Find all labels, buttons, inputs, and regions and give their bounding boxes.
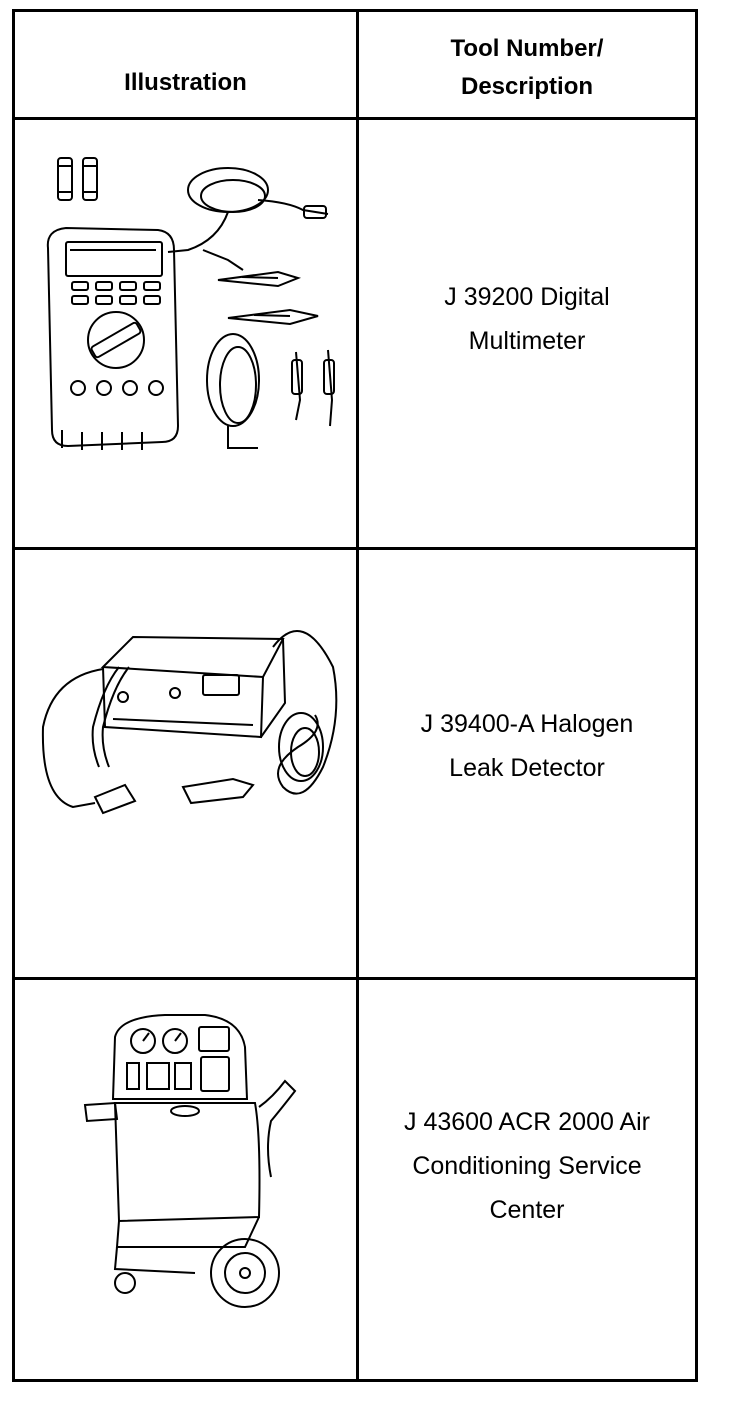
power-cord-icon (43, 667, 135, 813)
alligator-clip-icon (218, 272, 318, 324)
row-divider (15, 977, 695, 980)
tool-description-text: Multimeter (468, 326, 586, 355)
service-center-description: J 43600 ACR 2000 Air Conditioning Servic… (359, 980, 695, 1379)
leak-detector-icon (103, 637, 285, 737)
tool-number-text: J 39400-A Halogen (420, 709, 634, 738)
fuse-icon (58, 158, 97, 200)
header-tool-number-label: Tool Number/ (450, 34, 604, 62)
tool-table: Illustration Tool Number/ Description (12, 9, 698, 1382)
tool-description-text: Leak Detector (449, 753, 605, 782)
halogen-leak-detector-illustration (23, 592, 353, 852)
row-divider (15, 547, 695, 550)
tool-number-text: J 43600 ACR 2000 Air (404, 1107, 650, 1136)
multimeter-description: J 39200 Digital Multimeter (359, 120, 695, 547)
leak-detector-description: J 39400-A Halogen Leak Detector (359, 550, 695, 977)
header-description-label: Description (460, 72, 594, 100)
row-divider (15, 117, 695, 120)
test-lead-icon (168, 168, 328, 270)
probe-cord-icon (183, 631, 336, 803)
probe-icon (207, 334, 334, 448)
tool-number-text: J 39200 Digital (444, 282, 610, 311)
header-illustration-label: Illustration (124, 68, 247, 96)
header-illustration: Illustration (15, 12, 356, 117)
tool-description-text: Conditioning Service (412, 1151, 642, 1180)
air-conditioning-service-center-illustration (35, 997, 345, 1337)
service-center-icon (85, 1015, 295, 1307)
tool-description-text: Center (489, 1195, 565, 1224)
digital-multimeter-illustration (23, 130, 353, 460)
column-divider (356, 12, 359, 1379)
multimeter-icon (48, 228, 178, 450)
header-tool-description: Tool Number/ Description (359, 12, 695, 117)
